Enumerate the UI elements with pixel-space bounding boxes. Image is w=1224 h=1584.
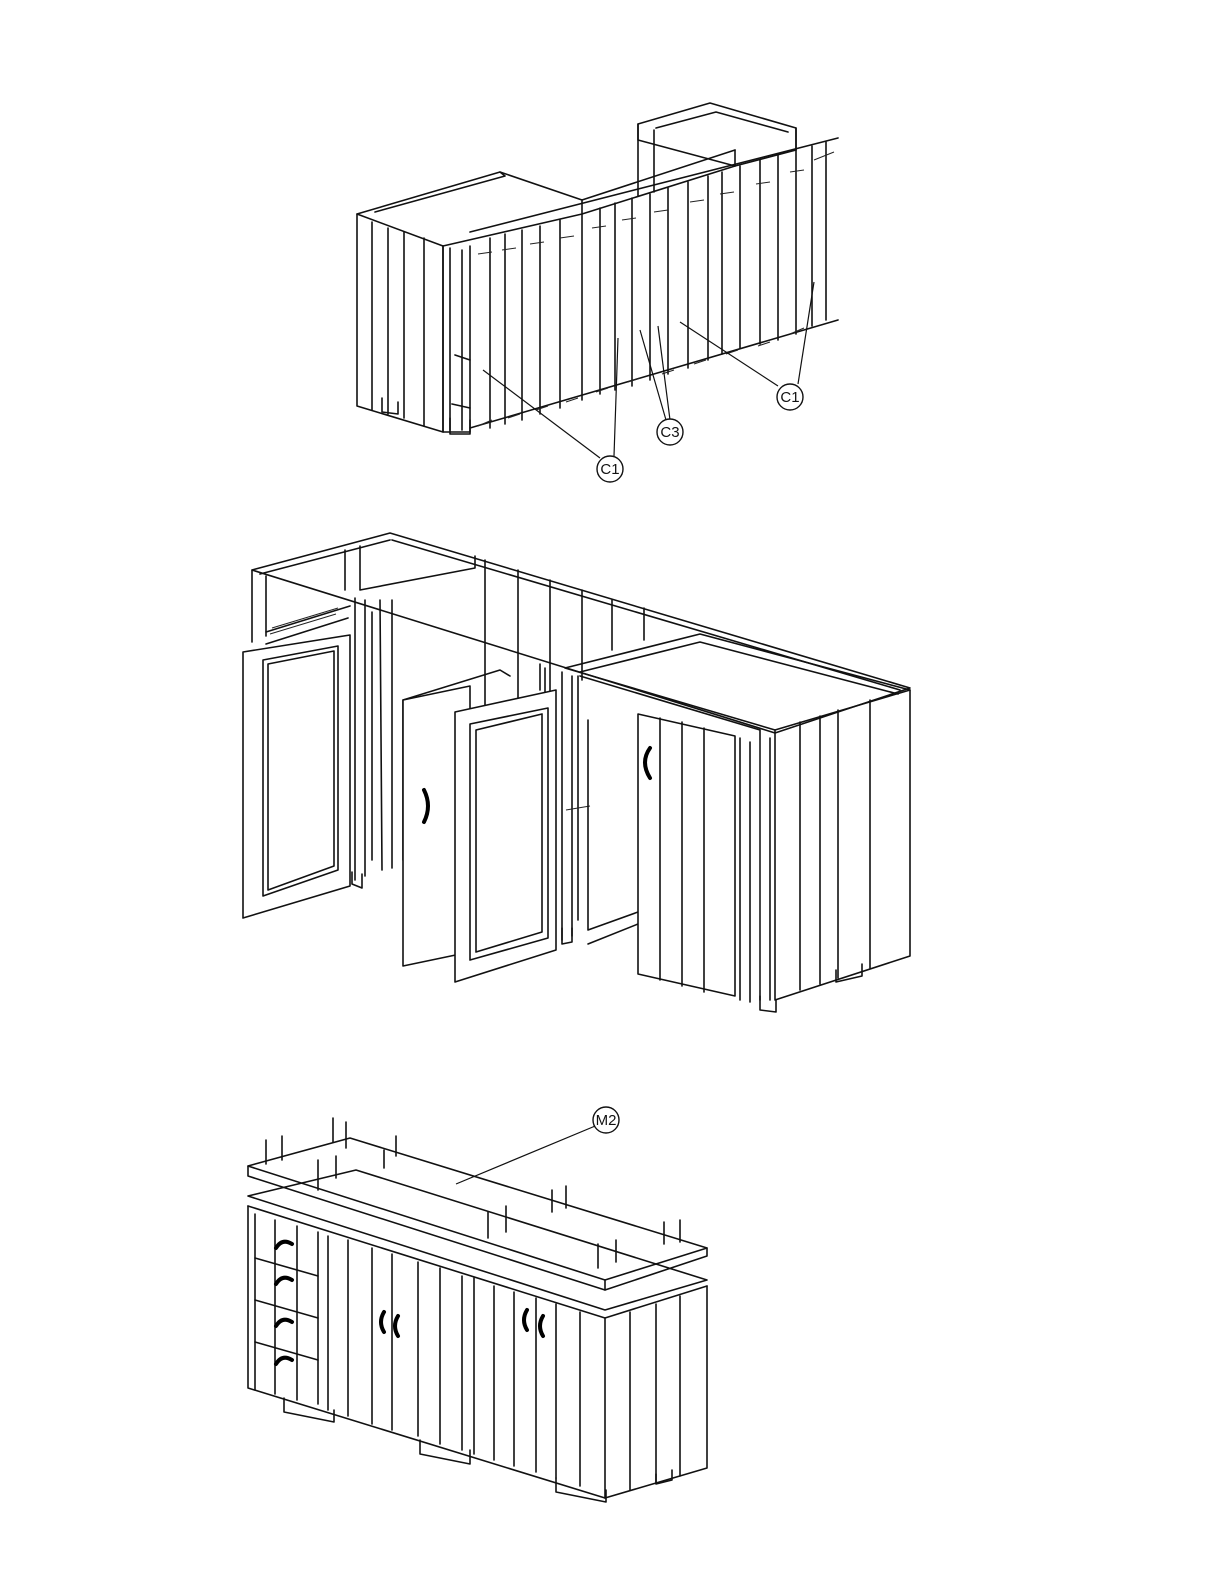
callout-c1-front: C1 xyxy=(596,455,624,483)
figure-countertop: M2 xyxy=(247,1106,708,1503)
figure-side-panels: C1 C3 C1 xyxy=(356,102,839,483)
base-cabinet-run xyxy=(247,1169,708,1503)
callout-c1-back-label: C1 xyxy=(780,389,799,406)
callout-c1-back: C1 xyxy=(776,383,804,411)
right-cabinet xyxy=(564,633,911,1013)
callout-m2: M2 xyxy=(592,1106,620,1134)
callout-c1-front-label: C1 xyxy=(600,461,619,478)
callout-m2-label: M2 xyxy=(596,1112,617,1129)
countertop-m2 xyxy=(247,1137,708,1291)
callout-c3: C3 xyxy=(656,418,684,446)
left-glass-door xyxy=(242,634,351,919)
callout-c3-label: C3 xyxy=(660,424,679,441)
panel-strips xyxy=(469,141,839,429)
middle-glass-door xyxy=(454,689,557,983)
fixing-pins xyxy=(477,151,835,427)
figure-doors xyxy=(242,532,911,1013)
right-plain-door xyxy=(637,713,736,997)
